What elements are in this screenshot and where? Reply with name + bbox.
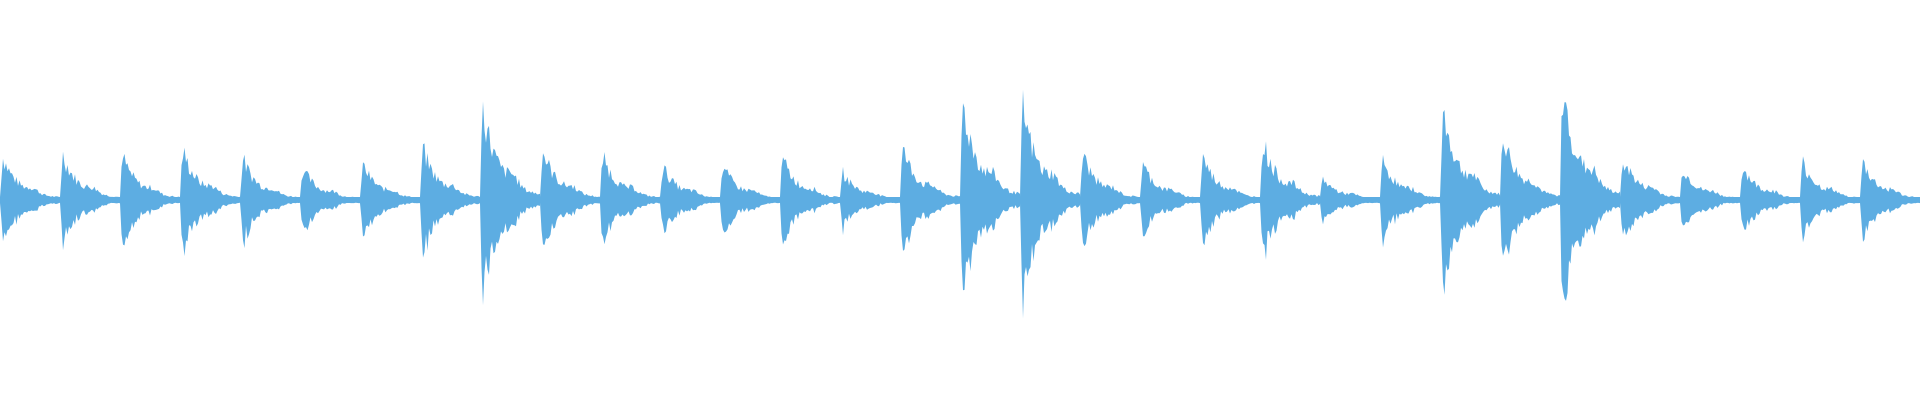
waveform-hit [120, 153, 180, 246]
waveform-hit [1200, 154, 1260, 246]
waveform-hit [300, 171, 360, 231]
waveform-hit [360, 162, 420, 237]
waveform-hit [720, 168, 780, 233]
waveform-hit [1800, 156, 1860, 243]
waveform-hit [1080, 153, 1140, 247]
waveform-hit [1380, 154, 1440, 248]
waveform-hit [780, 157, 840, 245]
waveform-hit [540, 153, 600, 245]
waveform-hit [480, 101, 540, 306]
waveform-hit [660, 165, 720, 234]
waveform-hit [900, 147, 960, 251]
waveform-hit [1740, 171, 1800, 230]
waveform-peaks [0, 89, 1920, 319]
waveform-hit [240, 154, 300, 249]
waveform-hit [1140, 162, 1200, 237]
waveform-hit [1680, 175, 1740, 226]
waveform-hit [1020, 89, 1080, 319]
waveform-hit [600, 152, 660, 245]
waveform-hit [1860, 159, 1920, 242]
waveform-hit [1500, 143, 1560, 256]
waveform-hit [180, 147, 240, 257]
waveform-hit [1320, 176, 1380, 225]
waveform-hit [0, 158, 60, 242]
waveform-hit [1620, 164, 1680, 236]
waveform-hit [1260, 141, 1320, 260]
waveform-hit [420, 143, 480, 258]
waveform-hit [60, 151, 120, 251]
waveform-hit [1560, 102, 1620, 301]
waveform-hit [1440, 110, 1500, 295]
waveform-hit [840, 166, 900, 236]
waveform-hit [960, 103, 1020, 291]
